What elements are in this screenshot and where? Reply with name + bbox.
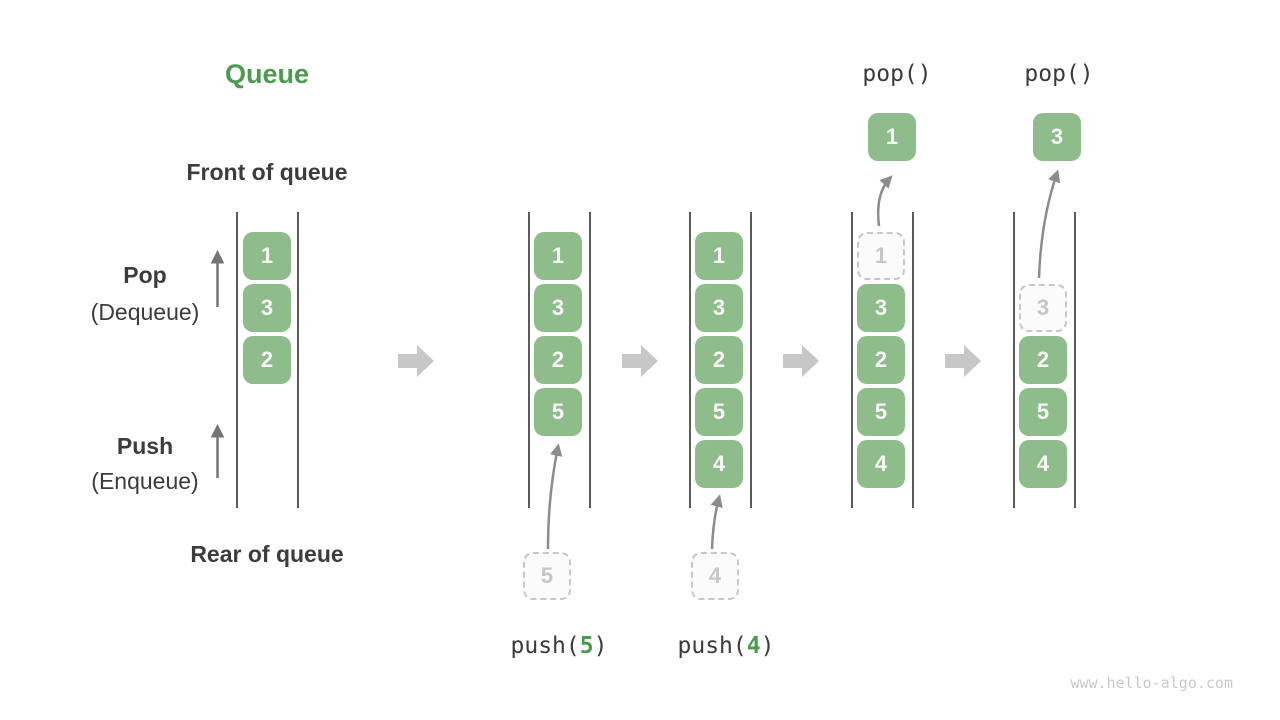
queue-cell: 1 (534, 232, 582, 280)
diagram-title: Queue (224, 59, 310, 89)
queue-cell: 4 (857, 440, 905, 488)
push-arrow-icon (546, 443, 563, 550)
flow-arrow-icon (398, 345, 434, 377)
queue-cell: 3 (857, 284, 905, 332)
queue-cell: 2 (243, 336, 291, 384)
pop-operation-label: pop() (862, 61, 932, 87)
queue-cell: 5 (1019, 388, 1067, 436)
pop-operation-label: pop() (1024, 61, 1094, 87)
popped-cell: 1 (868, 113, 916, 161)
queue-wall (1013, 212, 1015, 508)
flow-arrow-icon (622, 345, 658, 377)
queue-cell-ghost: 1 (857, 232, 905, 280)
dequeue-label: (Dequeue) (90, 299, 200, 325)
rear-of-queue-label: Rear of queue (190, 541, 344, 567)
flow-arrow-icon (783, 345, 819, 377)
pop-label: Pop (123, 262, 167, 288)
queue-cell: 5 (534, 388, 582, 436)
popped-cell: 3 (1033, 113, 1081, 161)
pop-arrow-icon (1037, 169, 1061, 279)
queue-wall (297, 212, 299, 508)
site-watermark: www.hello-algo.com (1070, 674, 1233, 692)
queue-wall (528, 212, 530, 508)
queue-cell: 1 (695, 232, 743, 280)
push-operation-label: push(4) (678, 633, 775, 659)
queue-cell: 4 (695, 440, 743, 488)
incoming-cell-ghost: 4 (691, 552, 739, 600)
flow-arrow-icon (945, 345, 981, 377)
queue-cell: 5 (857, 388, 905, 436)
op-prefix: push( (677, 633, 747, 659)
queue-cell: 3 (243, 284, 291, 332)
push-operation-label: push(5) (511, 633, 608, 659)
queue-wall (589, 212, 591, 508)
push-arrow-icon (710, 494, 723, 550)
pop-arrow-icon (876, 175, 893, 227)
queue-cell: 3 (695, 284, 743, 332)
queue-cell: 2 (695, 336, 743, 384)
queue-cell: 4 (1019, 440, 1067, 488)
queue-wall (1074, 212, 1076, 508)
op-prefix: push( (510, 633, 580, 659)
queue-cell: 2 (1019, 336, 1067, 384)
queue-cell: 2 (534, 336, 582, 384)
op-value: 5 (579, 633, 594, 659)
enqueue-label: (Enqueue) (91, 468, 199, 494)
op-suffix: ) (760, 633, 775, 659)
push-label: Push (116, 433, 174, 459)
op-suffix: ) (593, 633, 608, 659)
queue-wall (912, 212, 914, 508)
incoming-cell-ghost: 5 (523, 552, 571, 600)
queue-cell-ghost: 3 (1019, 284, 1067, 332)
queue-cell: 5 (695, 388, 743, 436)
front-of-queue-label: Front of queue (186, 159, 348, 185)
op-value: 4 (746, 633, 761, 659)
queue-wall (851, 212, 853, 508)
queue-wall (750, 212, 752, 508)
queue-cell: 3 (534, 284, 582, 332)
queue-wall (689, 212, 691, 508)
queue-wall (236, 212, 238, 508)
queue-cell: 1 (243, 232, 291, 280)
queue-cell: 2 (857, 336, 905, 384)
